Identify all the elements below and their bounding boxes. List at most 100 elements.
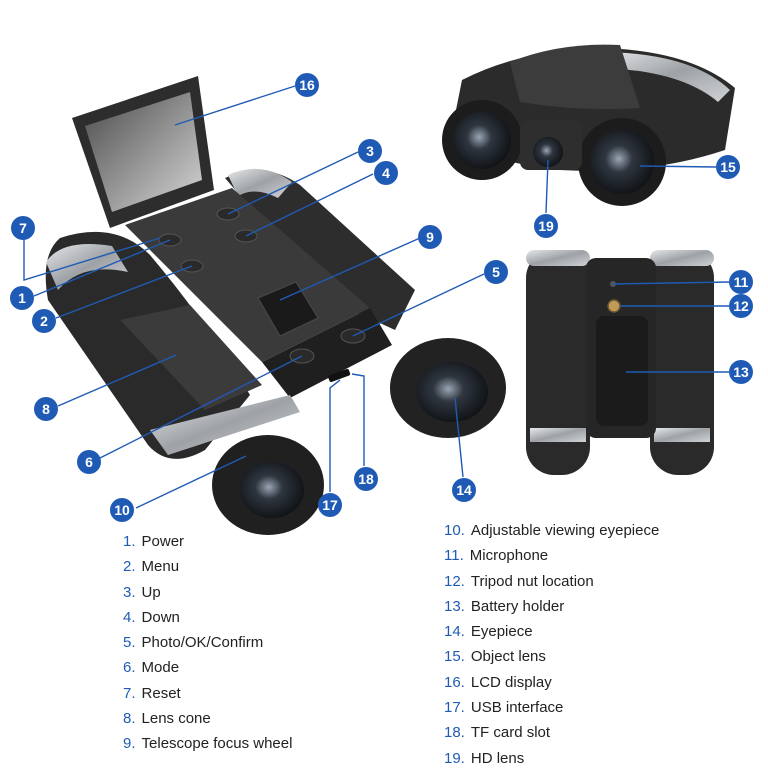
bottom-tripod-nut [607, 299, 621, 313]
leader-14 [454, 397, 464, 478]
leader-16 [174, 85, 296, 126]
legend-label: Object lens [470, 648, 546, 666]
legend-item: 18. TF card slot [444, 720, 659, 745]
legend-item: 3. Up [123, 580, 292, 605]
svg-text:7: 7 [19, 220, 27, 236]
legend-item: 15. Object lens [444, 644, 659, 669]
leader-10 [135, 455, 247, 509]
marker-15: 15 [716, 155, 740, 179]
marker-19: 19 [534, 214, 558, 238]
front-right-lens [590, 130, 654, 194]
marker-14: 14 [452, 478, 476, 502]
left-barrel-silver-band [46, 244, 128, 290]
legend-item: 17.USB interface [444, 695, 659, 720]
legend-number: 16. [444, 673, 465, 691]
marker-3: 3 [358, 139, 382, 163]
legend-label: Mode [141, 659, 180, 677]
legend-item: 13. Battery holder [444, 594, 659, 619]
svg-text:10: 10 [114, 502, 130, 518]
legend-item: 14. Eyepiece [444, 619, 659, 644]
marker-7: 7 [11, 216, 35, 240]
svg-text:8: 8 [42, 401, 50, 417]
legend-number: 14. [444, 623, 465, 641]
svg-text:13: 13 [733, 364, 749, 380]
legend-number: 11. [444, 547, 464, 565]
bottom-right-band-bottom [654, 428, 710, 442]
marker-6: 6 [77, 450, 101, 474]
leader-17 [329, 379, 341, 492]
svg-text:18: 18 [358, 471, 374, 487]
marker-11: 11 [729, 270, 753, 294]
svg-text:1: 1 [18, 290, 26, 306]
leader-18 [351, 373, 365, 466]
marker-17: 17 [318, 493, 342, 517]
leader-7 [23, 230, 161, 281]
legend-item: 19.HD lens [444, 746, 659, 771]
legend-item: 1.Power [123, 529, 292, 554]
right-barrel [225, 170, 415, 330]
leader-5 [352, 273, 485, 337]
bottom-left-band-bottom [530, 428, 586, 442]
legend-number: 13. [444, 597, 465, 615]
viewing-eyepiece-lens [240, 462, 304, 518]
svg-text:17: 17 [322, 497, 338, 513]
marker-8: 8 [34, 397, 58, 421]
legend-number: 19. [444, 749, 465, 767]
leader-lines [23, 85, 730, 509]
legend-label: TF card slot [470, 724, 551, 742]
bottom-right-band-top [650, 250, 714, 266]
legend-item: 9.Telescope focus wheel [123, 731, 292, 756]
leader-15 [639, 165, 717, 168]
front-hd-lens [533, 137, 563, 167]
front-binocular-view [442, 44, 735, 206]
legend-label: Down [141, 608, 180, 626]
parts-legend-right: 10.Adjustable viewing eyepiece 11.Microp… [444, 518, 659, 771]
svg-text:14: 14 [456, 482, 472, 498]
legend-label: Tripod nut location [470, 572, 594, 590]
legend-item: 2.Menu [123, 554, 292, 579]
legend-item: 7.Reset [123, 681, 292, 706]
leader-11 [612, 281, 730, 285]
legend-label: Telescope focus wheel [141, 735, 293, 753]
parts-legend-left: 1.Power 2.Menu 3.Up 4.Down 5.Photo/OK/Co… [123, 529, 292, 757]
legend-label: Up [141, 583, 161, 601]
legend-number: 18. [444, 724, 465, 742]
usb-port [328, 368, 351, 382]
svg-text:11: 11 [734, 274, 749, 290]
svg-text:3: 3 [366, 143, 374, 159]
marker-10: 10 [110, 498, 134, 522]
legend-label: Lens cone [141, 710, 211, 728]
main-binocular-view [45, 76, 506, 535]
svg-text:19: 19 [538, 218, 554, 234]
legend-item: 6. Mode [123, 655, 292, 680]
focus-wheel [257, 281, 319, 337]
legend-label: Photo/OK/Confirm [141, 634, 264, 652]
marker-2: 2 [32, 309, 56, 333]
side-frame-silver [150, 395, 300, 455]
legend-number: 15. [444, 648, 465, 666]
lcd-screen [85, 92, 202, 212]
legend-label: LCD display [470, 673, 552, 691]
legend-item: 10.Adjustable viewing eyepiece [444, 518, 659, 543]
legend-label: Battery holder [470, 597, 565, 615]
legend-number: 5. [123, 634, 136, 652]
svg-text:12: 12 [733, 298, 749, 314]
legend-number: 8. [123, 710, 136, 728]
leader-9 [279, 237, 421, 301]
leader-8 [57, 354, 177, 407]
legend-number: 6. [123, 659, 136, 677]
legend-number: 12. [444, 572, 465, 590]
lens-cone-panel [120, 305, 262, 410]
legend-number: 3. [123, 583, 136, 601]
legend-label: Eyepiece [470, 623, 533, 641]
leader-2 [55, 265, 193, 319]
svg-text:5: 5 [492, 264, 500, 280]
marker-4: 4 [374, 161, 398, 185]
number-markers: 16 3 4 7 9 5 1 2 8 6 18 14 17 10 15 19 1… [10, 73, 753, 522]
leader-19 [545, 159, 549, 214]
legend-number: 1. [123, 533, 136, 550]
legend-number: 10. [444, 522, 465, 539]
leader-1 [33, 239, 171, 297]
legend-item: 5. Photo/OK/Confirm [123, 630, 292, 655]
